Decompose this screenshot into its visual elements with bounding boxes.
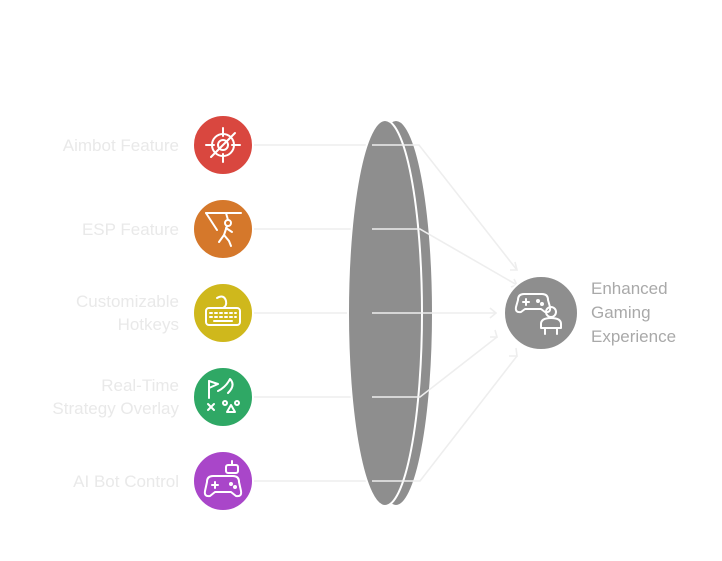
gamer-icon bbox=[514, 293, 562, 335]
input-node-esp bbox=[192, 198, 254, 260]
ray-aimbot bbox=[372, 144, 518, 271]
label-ai-bot: AI Bot Control bbox=[73, 472, 179, 491]
input-node-aimbot bbox=[192, 114, 254, 176]
ray-strategy bbox=[372, 336, 498, 398]
strategy-map-icon bbox=[207, 378, 240, 413]
crosshair-icon bbox=[205, 127, 241, 163]
label-strategy: Real-Time Strategy Overlay bbox=[52, 376, 179, 418]
input-node-ai-bot bbox=[192, 450, 254, 512]
arrowhead-3 bbox=[489, 307, 498, 319]
input-node-hotkeys bbox=[192, 282, 254, 344]
arrowhead-4 bbox=[490, 329, 499, 338]
label-aimbot: Aimbot Feature bbox=[62, 136, 179, 155]
input-node-strategy bbox=[192, 366, 254, 428]
arrowhead-1 bbox=[510, 261, 519, 271]
ray-ai-bot bbox=[372, 355, 518, 482]
output-label: Enhanced Gaming Experience bbox=[591, 279, 677, 346]
output-node bbox=[503, 275, 579, 351]
arrowhead-5 bbox=[509, 347, 518, 357]
ray-esp bbox=[372, 228, 518, 286]
keyboard-icon bbox=[205, 295, 241, 326]
label-esp: ESP Feature bbox=[81, 220, 179, 239]
output-rays bbox=[372, 144, 518, 482]
label-hotkeys: Customizable Hotkeys bbox=[76, 292, 179, 334]
zipline-person-icon bbox=[205, 212, 242, 247]
robot-controller-icon bbox=[203, 460, 243, 498]
